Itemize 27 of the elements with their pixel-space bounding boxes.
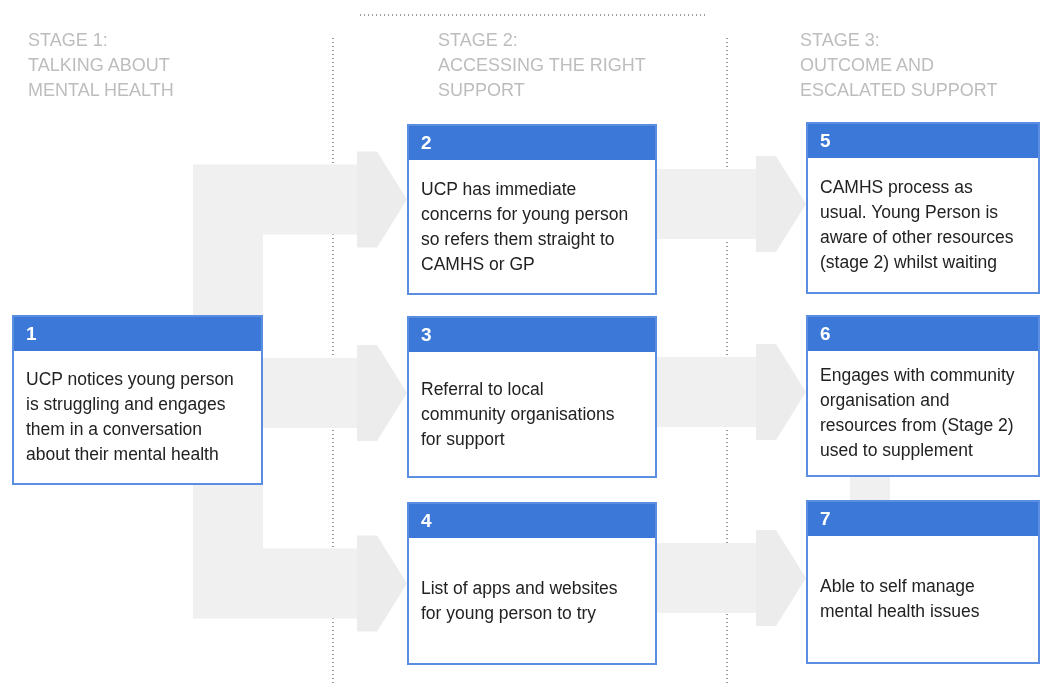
step-card (407, 502, 657, 665)
step-text: Engages with community organisation and resources from (Stage 2) used to supplement (820, 364, 1016, 462)
stage-title: OUTCOME AND ESCALATED SUPPORT (800, 54, 999, 102)
step-text: UCP notices young person is struggling and engages them in a conversation about their mental health (26, 368, 235, 466)
step-text: UCP has immediate concerns for young person so refers them straight to CAMHS or GP (421, 177, 630, 276)
stage-heading: STAGE 1: (28, 29, 109, 52)
step-card (12, 315, 263, 485)
step-number: 2 (409, 126, 655, 160)
step-card (806, 315, 1040, 477)
stage-title: ACCESSING THE RIGHT SUPPORT (438, 54, 647, 102)
step-card (407, 124, 657, 295)
step-number: 4 (409, 504, 655, 538)
step-card (407, 316, 657, 478)
step-number: 1 (14, 317, 261, 351)
stage-heading: STAGE 3: (800, 29, 881, 52)
stage-heading: STAGE 2: (438, 29, 519, 52)
step-text: Referral to local community organisations for support (421, 377, 616, 451)
step-number: 6 (808, 317, 1038, 351)
step-number: 7 (808, 502, 1038, 536)
step-card (806, 122, 1040, 294)
step-text: CAMHS process as usual. Young Person is aware of other resources (stage 2) whilst waiting (820, 176, 1015, 274)
step-number: 3 (409, 318, 655, 352)
step-number: 5 (808, 124, 1038, 158)
step-card (806, 500, 1040, 664)
step-text: List of apps and websites for young person to try (421, 576, 619, 625)
step-text: Able to self manage mental health issues (820, 575, 981, 623)
stage-title: TALKING ABOUT MENTAL HEALTH (28, 54, 175, 102)
